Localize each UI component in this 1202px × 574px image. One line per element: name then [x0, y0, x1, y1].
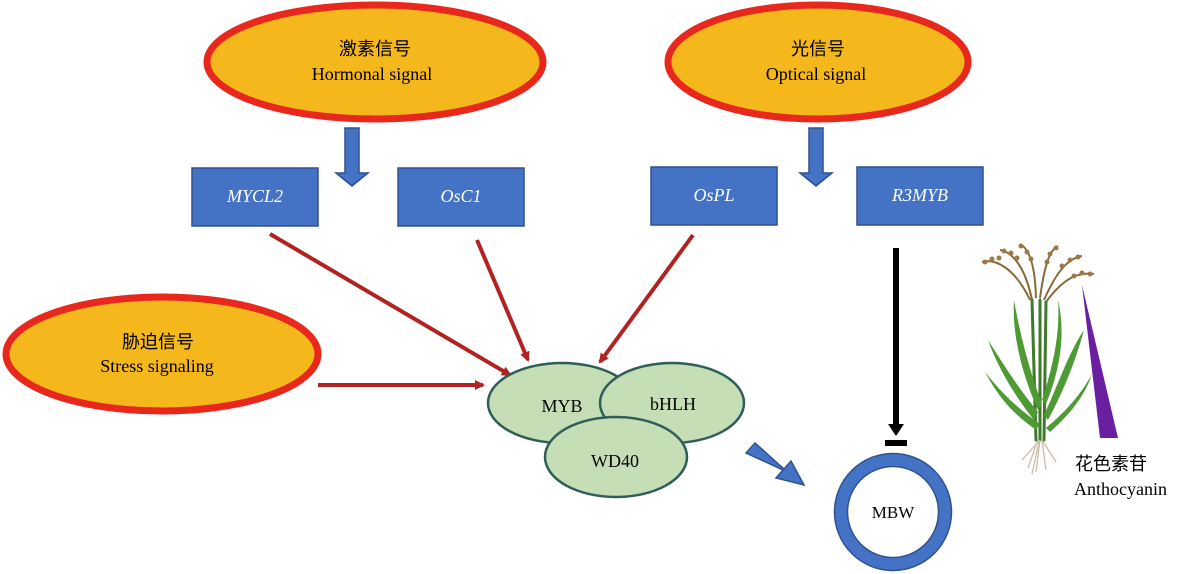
- anthocyanin-label-en: Anthocyanin: [1074, 479, 1167, 499]
- gene-box-osc1: OsC1: [397, 167, 525, 227]
- anthocyanin-gradient-wedge: [1082, 285, 1118, 438]
- r3myb-inhibition-arrowhead: [888, 424, 904, 436]
- osc1-activation-arrow: [475, 239, 530, 362]
- gene-label-mycl2: MYCL2: [226, 186, 283, 206]
- stress-signal-en: Stress signaling: [100, 356, 214, 376]
- optical-signal-node: 光信号 Optical signal: [664, 1, 972, 123]
- mbw-complex-ring: MBW: [833, 452, 953, 572]
- gene-box-r3myb: R3MYB: [856, 166, 984, 226]
- mbw-label: MBW: [872, 503, 915, 522]
- gene-box-mycl2: MYCL2: [191, 167, 319, 227]
- mycl2-activation-arrow: [268, 232, 512, 377]
- complex-label-bhlh: bHLH: [650, 394, 696, 414]
- gene-box-ospl: OsPL: [650, 166, 778, 226]
- hormonal-signal-node: 激素信号 Hormonal signal: [203, 1, 547, 123]
- gene-label-r3myb: R3MYB: [891, 185, 948, 205]
- optical-down-arrow: [797, 127, 835, 187]
- stress-signal-zh: 胁迫信号: [122, 332, 194, 352]
- complex-wd40: WD40: [543, 415, 689, 499]
- anthocyanin-label-zh: 花色素苷: [1075, 454, 1147, 474]
- optical-signal-en: Optical signal: [766, 64, 866, 84]
- hormonal-down-arrow: [333, 127, 371, 187]
- complex-label-myb: MYB: [541, 396, 582, 416]
- complex-to-mbw-arrow: [744, 441, 806, 487]
- optical-signal-zh: 光信号: [791, 39, 845, 59]
- hormonal-signal-zh: 激素信号: [339, 39, 411, 59]
- hormonal-signal-en: Hormonal signal: [312, 64, 432, 84]
- complex-label-wd40: WD40: [591, 451, 639, 471]
- gene-label-ospl: OsPL: [693, 185, 734, 205]
- gene-label-osc1: OsC1: [440, 186, 481, 206]
- stress-signal-node: 胁迫信号 Stress signaling: [2, 293, 322, 415]
- r3myb-inhibition-bar: [885, 440, 907, 446]
- ospl-activation-arrow: [598, 233, 695, 364]
- rice-plant-icon: [981, 243, 1095, 475]
